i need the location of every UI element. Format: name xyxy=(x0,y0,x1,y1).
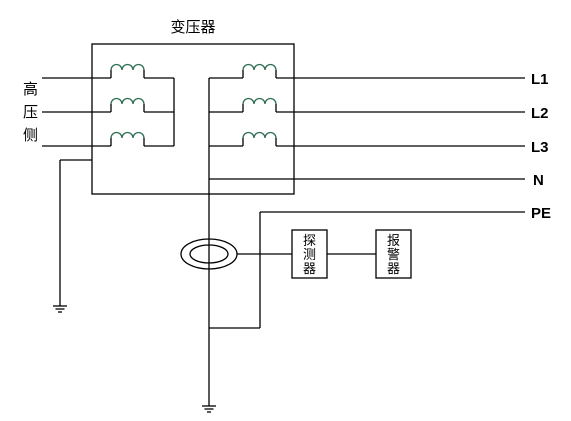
transformer-label: 变压器 xyxy=(170,18,215,36)
current-transformer-ring xyxy=(180,238,238,270)
secondary-coil-1 xyxy=(242,63,277,78)
alarm-char-2: 警 xyxy=(387,247,400,263)
primary-coil-2 xyxy=(110,97,145,112)
hv-side-char-3: 侧 xyxy=(23,126,38,144)
label-l2: L2 xyxy=(531,105,549,122)
alarm-box xyxy=(375,229,412,279)
detector-char-3: 器 xyxy=(303,262,316,277)
transformer-box xyxy=(91,43,295,195)
alarm-char-1: 报 xyxy=(387,234,400,249)
primary-ground-icon xyxy=(53,159,92,313)
label-l3: L3 xyxy=(531,139,549,156)
secondary-coil-2 xyxy=(242,97,277,112)
secondary-coil-3 xyxy=(242,131,277,146)
secondary-ground-icon xyxy=(202,405,216,413)
label-l1: L1 xyxy=(531,71,549,88)
hv-side-char-2: 压 xyxy=(23,103,38,121)
detector-char-2: 测 xyxy=(303,248,316,263)
primary-coil-1 xyxy=(110,63,145,78)
detector-box xyxy=(291,229,328,279)
hv-side-char-1: 高 xyxy=(23,80,38,98)
detector-char-1: 探 xyxy=(303,234,316,249)
label-pe: PE xyxy=(531,205,551,222)
alarm-char-3: 器 xyxy=(387,262,400,277)
primary-coil-3 xyxy=(110,131,145,146)
label-n: N xyxy=(533,172,544,189)
